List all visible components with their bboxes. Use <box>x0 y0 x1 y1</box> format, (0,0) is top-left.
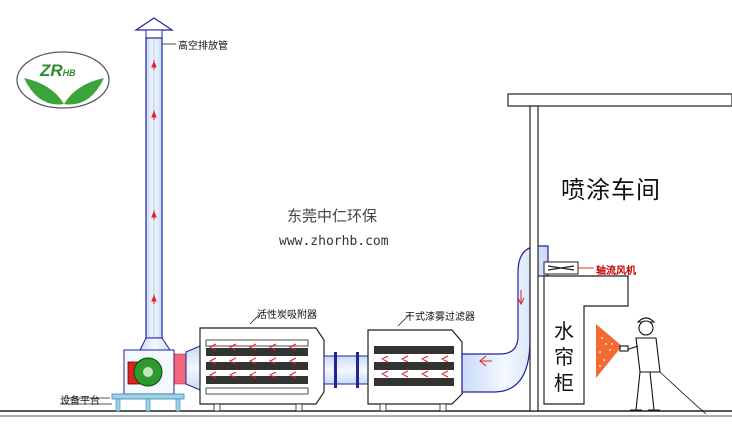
label-stack: 高空排放管 <box>178 41 228 52</box>
centrifugal-fan <box>123 345 201 395</box>
fan-blade-icon <box>547 265 575 271</box>
axial-fan <box>543 261 594 275</box>
label-fan: 轴流风机 <box>596 266 636 277</box>
label-platform: 设备平台 <box>60 396 100 407</box>
spray-workshop <box>507 93 732 412</box>
label-workshop: 喷涂车间 <box>561 176 661 204</box>
label-activated-carbon: 活性炭吸附器 <box>257 310 317 321</box>
inlet-duct <box>461 245 549 393</box>
connector-duct <box>323 352 369 388</box>
spray-mist <box>596 324 622 378</box>
watermark-company: 东莞中仁环保 <box>287 207 378 225</box>
right-leaf-icon <box>64 78 104 105</box>
label-water-curtain: 水帘柜 <box>554 319 574 395</box>
label-dry-filter: 干式漆雾过滤器 <box>405 312 475 323</box>
stack-arrow-icon <box>151 60 157 70</box>
water-curtain-cabinet <box>543 275 629 405</box>
watermark-url: www.zhorhb.com <box>279 234 389 249</box>
logo-text: ZRHB <box>39 61 76 80</box>
exhaust-stack <box>134 17 174 351</box>
worker <box>619 317 707 415</box>
equipment-platform <box>60 393 185 412</box>
dry-paint-filter <box>367 313 463 412</box>
activated-carbon-adsorber <box>199 311 325 412</box>
left-leaf-icon <box>24 78 64 105</box>
logo: ZRHB <box>16 51 110 109</box>
